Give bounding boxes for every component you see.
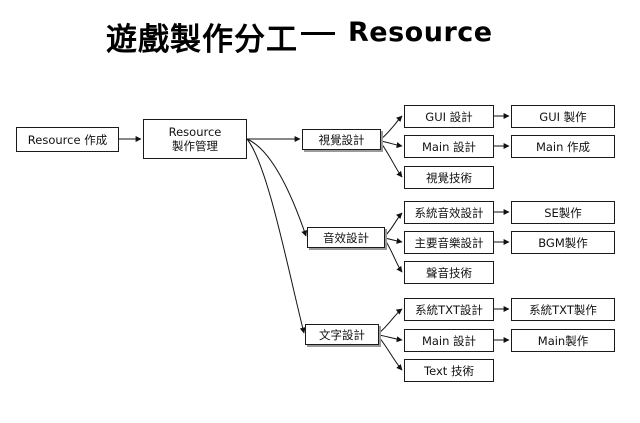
node-visual-design: 視覺設計 — [302, 129, 381, 150]
node-label: SE製作 — [544, 205, 582, 220]
node-sound-tech: 聲音技術 — [404, 261, 494, 284]
edge-mgmt-to-text — [246, 138, 306, 334]
edge-text-to-systxt — [378, 308, 403, 334]
node-main-make-text: Main製作 — [511, 329, 615, 352]
edge-text-to-tech — [378, 336, 403, 371]
node-bgm-design: 主要音樂設計 — [404, 231, 494, 254]
edge-text-to-main — [378, 334, 403, 343]
node-label: 視覺設計 — [318, 132, 365, 147]
node-text-tech: Text 技術 — [404, 359, 494, 382]
node-label: Main 設計 — [421, 333, 477, 348]
node-resource-create: Resource 作成 — [16, 127, 119, 152]
node-visual-tech: 視覺技術 — [404, 166, 494, 189]
edge-visual-to-gui — [380, 115, 403, 140]
node-label: GUI 製作 — [539, 109, 587, 124]
edge-sound-to-bgm — [384, 237, 403, 244]
node-label: Main 作成 — [535, 139, 591, 154]
node-label: 系統TXT設計 — [415, 302, 483, 317]
node-label: Main製作 — [537, 333, 589, 348]
node-label: Resource — [168, 125, 222, 139]
edge-sound-to-tech — [384, 239, 403, 273]
edge-mgmt-to-sound — [246, 138, 308, 237]
title-dash — [301, 32, 335, 35]
node-main-design-text: Main 設計 — [404, 329, 494, 352]
node-se-design: 系統音效設計 — [404, 201, 494, 224]
node-label: Main 設計 — [421, 139, 477, 154]
node-label: Resource 作成 — [27, 132, 108, 147]
node-text-design: 文字設計 — [305, 324, 379, 345]
node-label: 文字設計 — [319, 327, 365, 342]
node-label: GUI 設計 — [425, 109, 473, 124]
node-label: 主要音樂設計 — [414, 235, 484, 250]
page-title: 遊戲製作分工 Resource — [0, 10, 640, 58]
edge-visual-to-tech — [380, 142, 403, 178]
node-se-make: SE製作 — [511, 201, 615, 224]
node-gui-design: GUI 設計 — [404, 105, 494, 128]
title-main: 遊戲製作分工 — [106, 22, 298, 58]
edge-visual-to-main — [380, 140, 403, 149]
node-label: BGM製作 — [538, 235, 588, 250]
node-sys-txt-design: 系統TXT設計 — [404, 298, 494, 321]
node-label: 系統音效設計 — [414, 205, 484, 220]
node-label: 製作管理 — [172, 139, 218, 153]
node-bgm-make: BGM製作 — [511, 231, 615, 254]
edge-sound-to-se — [384, 212, 403, 237]
node-main-create-visual: Main 作成 — [511, 135, 615, 158]
node-sound-design: 音效設計 — [307, 227, 385, 248]
node-label: 音效設計 — [323, 230, 369, 245]
node-sys-txt-make: 系統TXT製作 — [511, 298, 615, 321]
node-label: Text 技術 — [424, 363, 474, 378]
node-label: 系統TXT製作 — [529, 302, 597, 317]
title-subject: Resource — [348, 17, 493, 48]
node-main-design-visual: Main 設計 — [404, 135, 494, 158]
node-resource-mgmt: Resource 製作管理 — [143, 119, 247, 159]
node-label: 視覺技術 — [426, 170, 472, 185]
node-label: 聲音技術 — [426, 265, 472, 280]
node-gui-make: GUI 製作 — [511, 105, 615, 128]
